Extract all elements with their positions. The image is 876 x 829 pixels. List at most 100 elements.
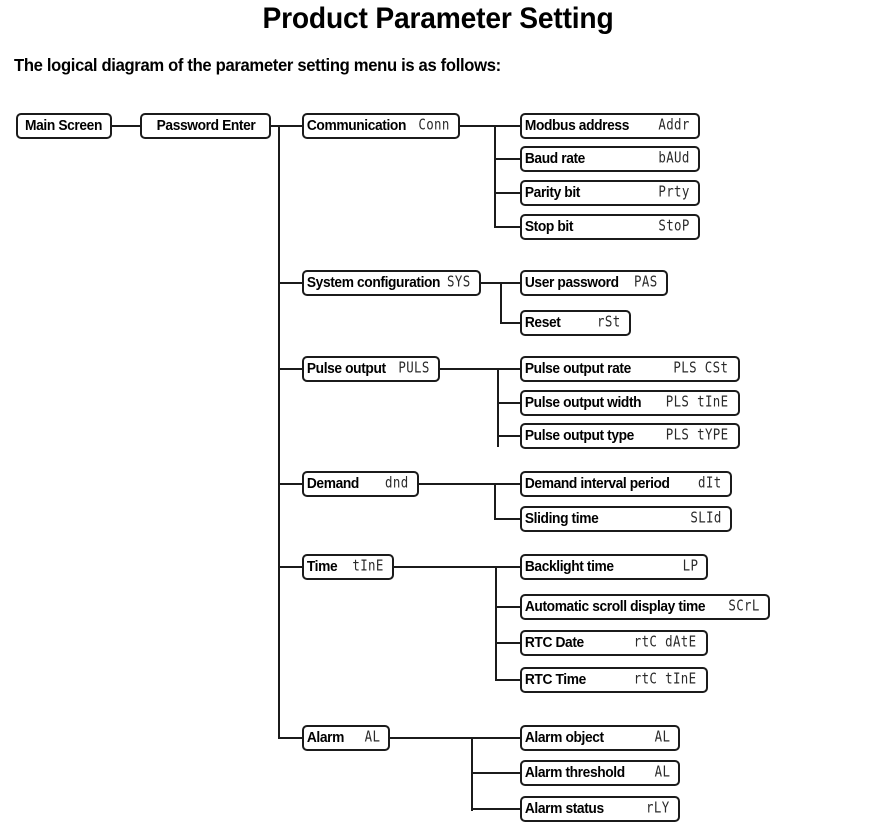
connector-password-to-trunk [271, 125, 302, 127]
node-system-configuration-code: SYS [447, 273, 471, 292]
node-sliding-time-label: Sliding time [524, 510, 599, 527]
node-stop-bit-code: StoP [658, 217, 690, 236]
node-main-screen[interactable]: Main Screen [16, 113, 112, 139]
connector-pulse-output-width [497, 402, 520, 404]
node-pulse-output-type-code: PLS tYPE [665, 426, 729, 445]
node-parity-bit-label: Parity bit [524, 184, 581, 201]
page-title: Product Parameter Setting [262, 2, 614, 35]
node-reset[interactable]: Reset rSt [520, 310, 631, 336]
node-alarm-threshold-code: AL [654, 763, 671, 782]
node-sliding-time[interactable]: Sliding time SLId [520, 506, 732, 532]
node-alarm-status[interactable]: Alarm status rLY [520, 796, 680, 822]
node-pulse-output-type-label: Pulse output type [524, 427, 634, 444]
node-pulse-output[interactable]: Pulse output PULS [302, 356, 440, 382]
connector-trunk-to-alarm [278, 737, 302, 739]
node-communication[interactable]: Communication Conn [302, 113, 460, 139]
node-rtc-date[interactable]: RTC Date rtC dAtE [520, 630, 708, 656]
connector-alarm-status [471, 808, 520, 810]
connector-automatic-scroll-display-time [495, 606, 520, 608]
node-communication-code: Conn [418, 116, 450, 135]
demand-child-trunk [494, 483, 496, 519]
connector-time-out [394, 566, 520, 568]
node-pulse-output-code: PULS [398, 359, 430, 378]
node-alarm-code: AL [364, 728, 381, 747]
connector-trunk-to-demand [278, 483, 302, 485]
connector-rtc-time [495, 679, 520, 681]
node-demand-interval-period-code: dIt [698, 474, 722, 493]
node-pulse-output-type[interactable]: Pulse output type PLS tYPE [520, 423, 740, 449]
node-backlight-time-label: Backlight time [524, 558, 614, 575]
time-child-trunk [495, 566, 497, 680]
connector-alarm-out [390, 737, 520, 739]
node-baud-rate-label: Baud rate [524, 150, 585, 167]
node-pulse-output-width-code: PLS tInE [665, 393, 729, 412]
pulse-output-child-trunk [497, 368, 499, 447]
node-communication-label: Communication [306, 117, 407, 134]
node-pulse-output-rate-label: Pulse output rate [524, 360, 631, 377]
alarm-child-trunk [471, 737, 473, 811]
node-alarm-status-code: rLY [646, 799, 670, 818]
node-automatic-scroll-display-time-label: Automatic scroll display time [524, 598, 706, 615]
node-stop-bit[interactable]: Stop bit StoP [520, 214, 700, 240]
page-subtitle: The logical diagram of the parameter set… [14, 55, 501, 75]
main-trunk-line [278, 125, 280, 737]
connector-trunk-to-time [278, 566, 302, 568]
node-backlight-time-code: LP [682, 557, 699, 576]
node-time[interactable]: Time tInE [302, 554, 394, 580]
node-modbus-address[interactable]: Modbus address Addr [520, 113, 700, 139]
node-demand-label: Demand [306, 475, 359, 492]
system-config-child-trunk [500, 282, 502, 322]
node-demand-interval-period-label: Demand interval period [524, 475, 670, 492]
node-system-configuration-label: System configuration [306, 274, 441, 291]
connector-communication-out [460, 125, 520, 127]
node-time-label: Time [306, 558, 338, 575]
node-baud-rate[interactable]: Baud rate bAUd [520, 146, 700, 172]
node-reset-code: rSt [597, 313, 621, 332]
node-user-password-code: PAS [634, 273, 658, 292]
node-rtc-date-label: RTC Date [524, 634, 584, 651]
node-demand-code: dnd [385, 474, 409, 493]
node-backlight-time[interactable]: Backlight time LP [520, 554, 708, 580]
node-baud-rate-code: bAUd [658, 149, 690, 168]
node-pulse-output-width[interactable]: Pulse output width PLS tInE [520, 390, 740, 416]
node-rtc-date-code: rtC dAtE [633, 633, 697, 652]
node-modbus-address-code: Addr [658, 116, 690, 135]
node-alarm-threshold[interactable]: Alarm threshold AL [520, 760, 680, 786]
node-pulse-output-rate-code: PLS CSt [673, 359, 729, 378]
node-automatic-scroll-display-time[interactable]: Automatic scroll display time SCrL [520, 594, 770, 620]
node-parity-bit[interactable]: Parity bit Prty [520, 180, 700, 206]
node-sliding-time-code: SLId [690, 509, 722, 528]
node-user-password[interactable]: User password PAS [520, 270, 668, 296]
connector-baud-rate [494, 158, 520, 160]
node-system-configuration[interactable]: System configuration SYS [302, 270, 481, 296]
connector-modbus-address [494, 125, 520, 127]
node-alarm-label: Alarm [306, 729, 345, 746]
node-alarm-object[interactable]: Alarm object AL [520, 725, 680, 751]
node-reset-label: Reset [524, 314, 561, 331]
connector-reset [500, 322, 520, 324]
node-user-password-label: User password [524, 274, 619, 291]
node-demand[interactable]: Demand dnd [302, 471, 419, 497]
node-alarm-object-label: Alarm object [524, 729, 604, 746]
connector-trunk-to-system-config [278, 282, 302, 284]
node-password-enter[interactable]: Password Enter [140, 113, 271, 139]
node-rtc-time-code: rtC tInE [633, 670, 697, 689]
node-demand-interval-period[interactable]: Demand interval period dIt [520, 471, 732, 497]
node-modbus-address-label: Modbus address [524, 117, 630, 134]
connector-alarm-threshold [471, 772, 520, 774]
connector-main-to-password [112, 125, 140, 127]
node-stop-bit-label: Stop bit [524, 218, 574, 235]
node-alarm[interactable]: Alarm AL [302, 725, 390, 751]
connector-sliding-time [494, 518, 520, 520]
node-alarm-object-code: AL [654, 728, 671, 747]
node-password-enter-label: Password Enter [156, 117, 255, 134]
node-pulse-output-width-label: Pulse output width [524, 394, 642, 411]
node-pulse-output-rate[interactable]: Pulse output rate PLS CSt [520, 356, 740, 382]
node-rtc-time[interactable]: RTC Time rtC tInE [520, 667, 708, 693]
connector-pulse-output-type [497, 435, 520, 437]
node-parity-bit-code: Prty [658, 183, 690, 202]
connector-stop-bit [494, 226, 520, 228]
connector-demand-out [419, 483, 520, 485]
node-pulse-output-label: Pulse output [306, 360, 386, 377]
